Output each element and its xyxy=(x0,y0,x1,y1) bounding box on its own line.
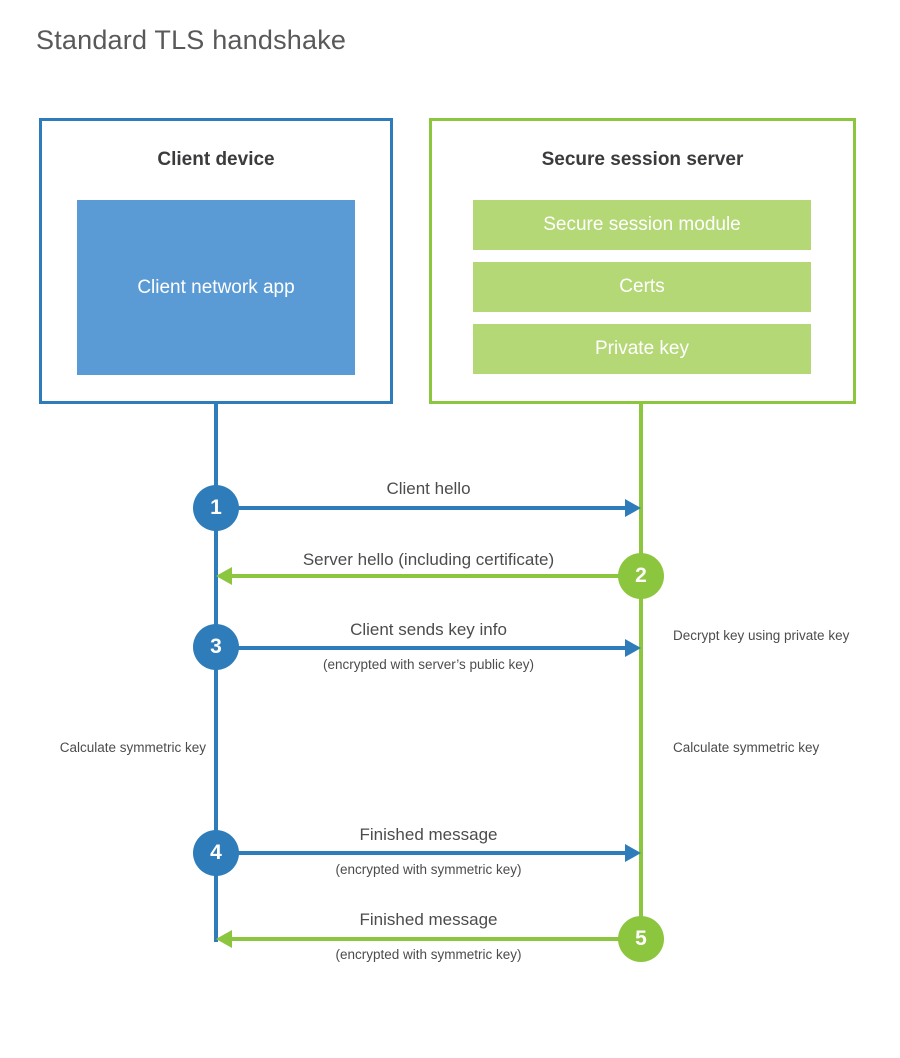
secure-session-server-box: Secure session server Secure session mod… xyxy=(429,118,856,404)
step-3-arrow-line xyxy=(216,646,625,650)
step-4-sublabel: (encrypted with symmetric key) xyxy=(335,862,522,877)
client-network-app-block: Client network app xyxy=(77,200,355,375)
step-2-marker[interactable]: 2 xyxy=(618,553,664,599)
step-5-arrow-head xyxy=(216,930,232,948)
step-5-sublabel: (encrypted with symmetric key) xyxy=(335,947,522,962)
server-decrypt-note: Decrypt key using private key xyxy=(673,628,850,643)
server-calculate-symmetric-key-note: Calculate symmetric key xyxy=(673,740,820,755)
client-device-box: Client device Client network app xyxy=(39,118,393,404)
server-component-private-key: Private key xyxy=(473,324,811,374)
step-1-marker[interactable]: 1 xyxy=(193,485,239,531)
step-2-label: Server hello (including certificate) xyxy=(302,550,555,569)
step-4-arrow-line xyxy=(216,851,625,855)
server-lifeline xyxy=(639,403,643,941)
step-1-arrow-line xyxy=(216,506,625,510)
step-2-arrow-head xyxy=(216,567,232,585)
step-4-label: Finished message xyxy=(359,825,498,844)
step-5-label: Finished message xyxy=(359,910,498,929)
step-3-arrow-head xyxy=(625,639,641,657)
step-5-arrow-line xyxy=(232,937,641,941)
step-1-label: Client hello xyxy=(386,479,471,498)
server-component-secure-session-module: Secure session module xyxy=(473,200,811,250)
step-5-marker[interactable]: 5 xyxy=(618,916,664,962)
page-title: Standard TLS handshake xyxy=(36,25,347,55)
step-1-arrow-head xyxy=(625,499,641,517)
client-device-title: Client device xyxy=(157,149,275,170)
server-component-certs: Certs xyxy=(473,262,811,312)
step-4-marker[interactable]: 4 xyxy=(193,830,239,876)
step-4-arrow-head xyxy=(625,844,641,862)
client-calculate-symmetric-key-note: Calculate symmetric key xyxy=(59,740,206,755)
step-3-label: Client sends key info xyxy=(350,620,507,639)
secure-session-server-title: Secure session server xyxy=(541,149,744,170)
client-lifeline xyxy=(214,403,218,942)
step-2-arrow-line xyxy=(232,574,641,578)
step-3-sublabel: (encrypted with server’s public key) xyxy=(322,657,535,672)
step-3-marker[interactable]: 3 xyxy=(193,624,239,670)
